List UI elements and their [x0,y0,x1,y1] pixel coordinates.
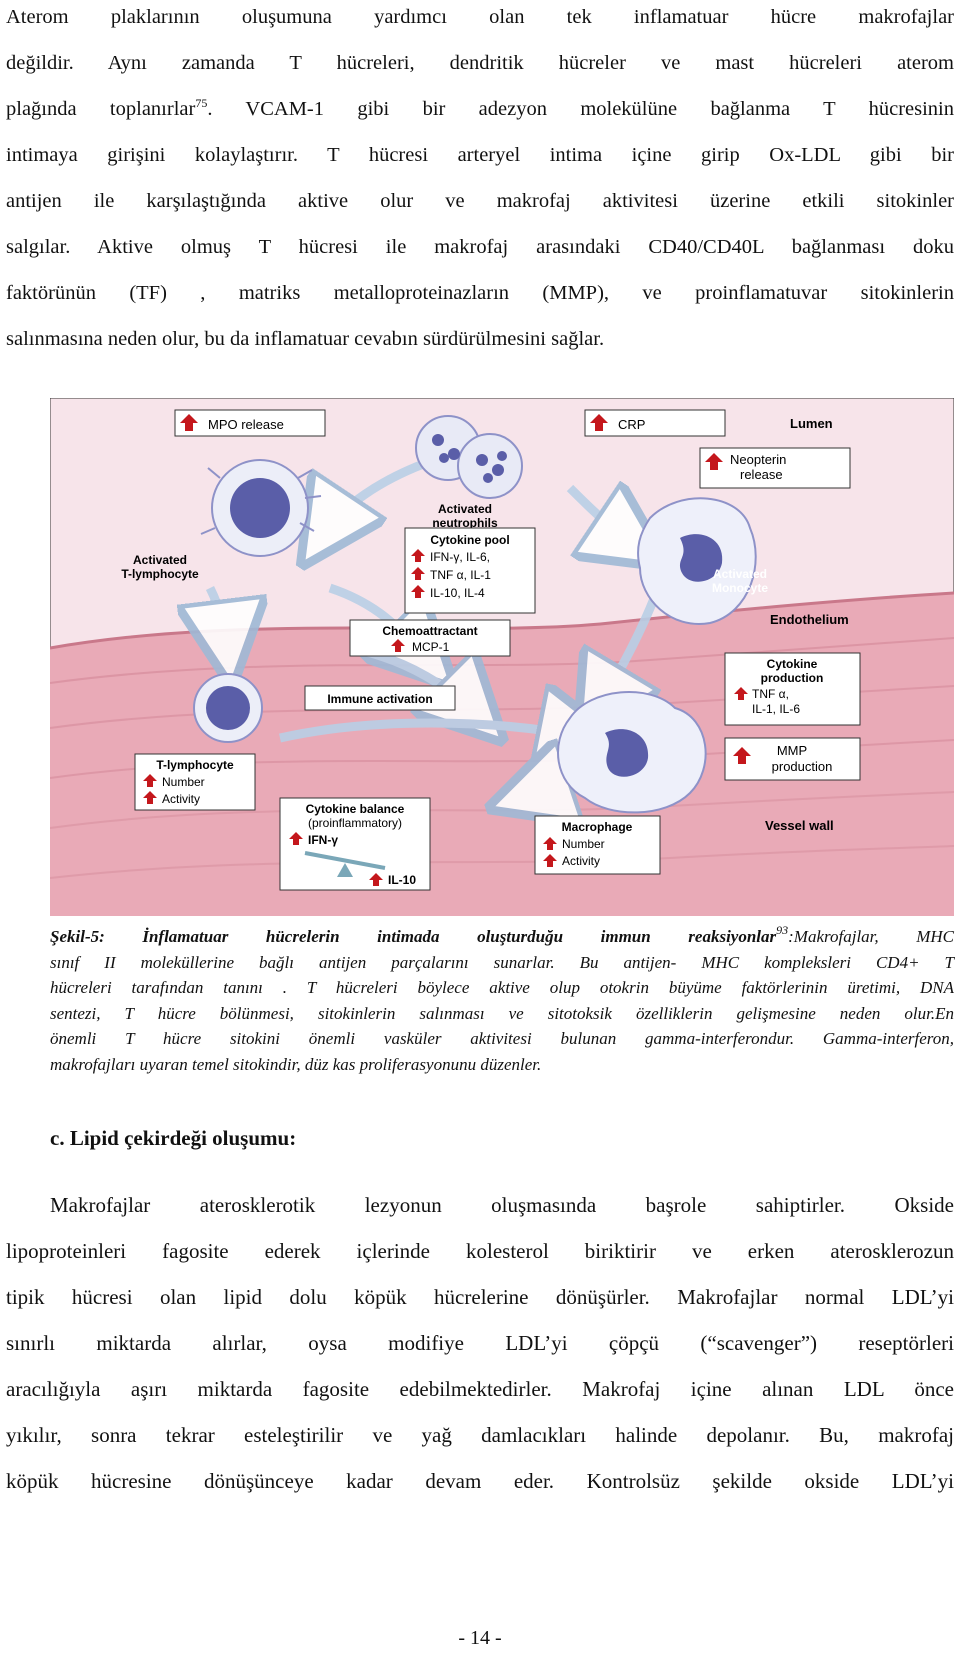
text-line: lipoproteinleri fagosite ederek içlerind… [6,1239,954,1263]
neutrophil-cells [415,415,523,499]
svg-text:IFN-γ: IFN-γ [308,833,338,847]
text-line: değildir. Aynı zamanda T hücreleri, dend… [6,52,954,74]
svg-text:Activity: Activity [162,792,200,806]
activated-t-label-1: Activated [133,553,187,567]
text-line: salınmasına neden olur, bu da inflamatua… [6,328,605,350]
neopterin-box: Neopterin release [699,447,851,489]
text-line: köpük hücresine dönüşünceye kadar devam … [6,1469,954,1493]
inflammation-figure: Activated neutrophils Activated T-lympho… [50,398,954,916]
svg-text:TNF α,: TNF α, [752,687,789,701]
paragraph-lipid-core: Makrofajlar aterosklerotik lezyonun oluş… [6,1182,954,1504]
caption-title: Şekil-5: İnflamatuar hücrelerin intimada… [50,927,777,946]
caption-reference: 93 [776,923,789,937]
lumen-label: Lumen [790,416,833,431]
activated-t-lymphocyte-cell [200,459,322,557]
svg-text:(proinflammatory): (proinflammatory) [308,816,402,830]
svg-text:MPO release: MPO release [208,417,284,432]
monocyte-label-1: Activated [713,567,767,581]
svg-text:Activity: Activity [562,854,600,868]
crp-box: CRP [584,409,726,437]
text-line: tipik hücresi olan lipid dolu köpük hücr… [6,1285,954,1309]
svg-text:Immune activation: Immune activation [327,692,432,706]
svg-text:Number: Number [562,837,605,851]
paragraph-inflammatory-cells: Aterom plaklarının oluşumuna yardımcı ol… [6,0,954,362]
svg-text:Cytokine pool: Cytokine pool [430,533,509,547]
svg-text:T-lymphocyte: T-lymphocyte [156,758,234,772]
caption-line: sentezi, T hücre bölünmesi, sitokinlerin… [50,1003,954,1023]
svg-text:production: production [761,671,824,685]
text-line: yıkılır, sonra tekrar esteleştirilir ve … [6,1423,954,1447]
section-heading: c. Lipid çekirdeği oluşumu: [50,1126,297,1150]
text-line: faktörünün (TF) , matriks metalloprotein… [6,282,954,304]
text-line: intimaya girişini kolaylaştırır. T hücre… [6,144,954,166]
text-line: sınırlı miktarda alırlar, oysa modifiye … [6,1331,954,1355]
page-number: - 14 - [458,1627,502,1649]
monocyte-label-2: Monocyte [712,581,768,595]
mpo-release-box: MPO release [174,409,326,437]
svg-text:Cytokine: Cytokine [767,657,818,671]
figure-caption: Şekil-5: İnflamatuar hücrelerin intimada… [50,924,954,1077]
svg-text:Chemoattractant: Chemoattractant [382,624,477,638]
caption-line: hücreleri tarafından tanını . T hücreler… [50,978,954,997]
text-line: Aterom plaklarının oluşumuna yardımcı ol… [6,6,954,28]
svg-text:Number: Number [162,775,205,789]
immune-activation-box: Immune activation [304,685,456,711]
cytokine-production-box: Cytokine production TNF α, IL-1, IL-6 [724,652,861,726]
svg-text:MMP: MMP [777,743,807,758]
caption-line: önemli T hücre sitokini önemli vasküler … [50,1029,954,1048]
caption-line: sınıf II moleküllerine bağlı antijen par… [50,952,954,972]
activated-t-label-2: T-lymphocyte [121,567,199,581]
text-line: aracılığıyla aşırı miktarda fagosite ede… [6,1377,954,1401]
svg-text:CRP: CRP [618,417,645,432]
macrophage-box: Macrophage Number Activity [534,815,661,875]
svg-text:IL-10, IL-4: IL-10, IL-4 [430,586,485,600]
caption-line: Şekil-5: İnflamatuar hücrelerin intimada… [50,923,954,946]
cytokine-pool-box: Cytokine pool IFN-γ, IL-6, TNF α, IL-1 I… [404,527,536,614]
chemoattractant-box: Chemoattractant MCP-1 [349,619,511,657]
neutrophils-label-1: Activated [438,502,492,516]
svg-text:TNF α, IL-1: TNF α, IL-1 [430,568,491,582]
svg-text:IFN-γ, IL-6,: IFN-γ, IL-6, [430,550,490,564]
svg-text:IL-1, IL-6: IL-1, IL-6 [752,702,800,716]
endothelium-label: Endothelium [770,612,849,627]
svg-text:release: release [740,467,783,482]
svg-text:Macrophage: Macrophage [562,820,633,834]
text-line: salgılar. Aktive olmuş T hücresi ile mak… [6,236,954,258]
text-line: antijen ile karşılaştığında aktive olur … [6,190,954,212]
reference-superscript: 75 [195,96,208,110]
t-lymphocyte-cell [193,673,263,743]
t-lymphocyte-box: T-lymphocyte Number Activity [134,753,256,811]
svg-text:MCP-1: MCP-1 [412,640,450,654]
mmp-production-box: MMP production [724,737,861,781]
svg-text:production: production [772,759,833,774]
svg-text:Cytokine balance: Cytokine balance [306,802,405,816]
neutrophils-label-2: neutrophils [432,516,498,530]
caption-line: makrofajları uyaran temel sitokindir, dü… [50,1054,542,1074]
vessel-wall-label: Vessel wall [765,818,834,833]
svg-text:IL-10: IL-10 [388,873,416,887]
activated-monocyte-cell [637,497,757,625]
svg-text:Neopterin: Neopterin [730,452,786,467]
cytokine-balance-box: Cytokine balance (proinflammatory) IFN-γ… [279,797,431,891]
macrophage-cell [557,691,707,814]
text-line: Makrofajlar aterosklerotik lezyonun oluş… [50,1193,954,1217]
text-line: plağında toplanırlar75. VCAM-1 gibi bir … [6,96,954,120]
